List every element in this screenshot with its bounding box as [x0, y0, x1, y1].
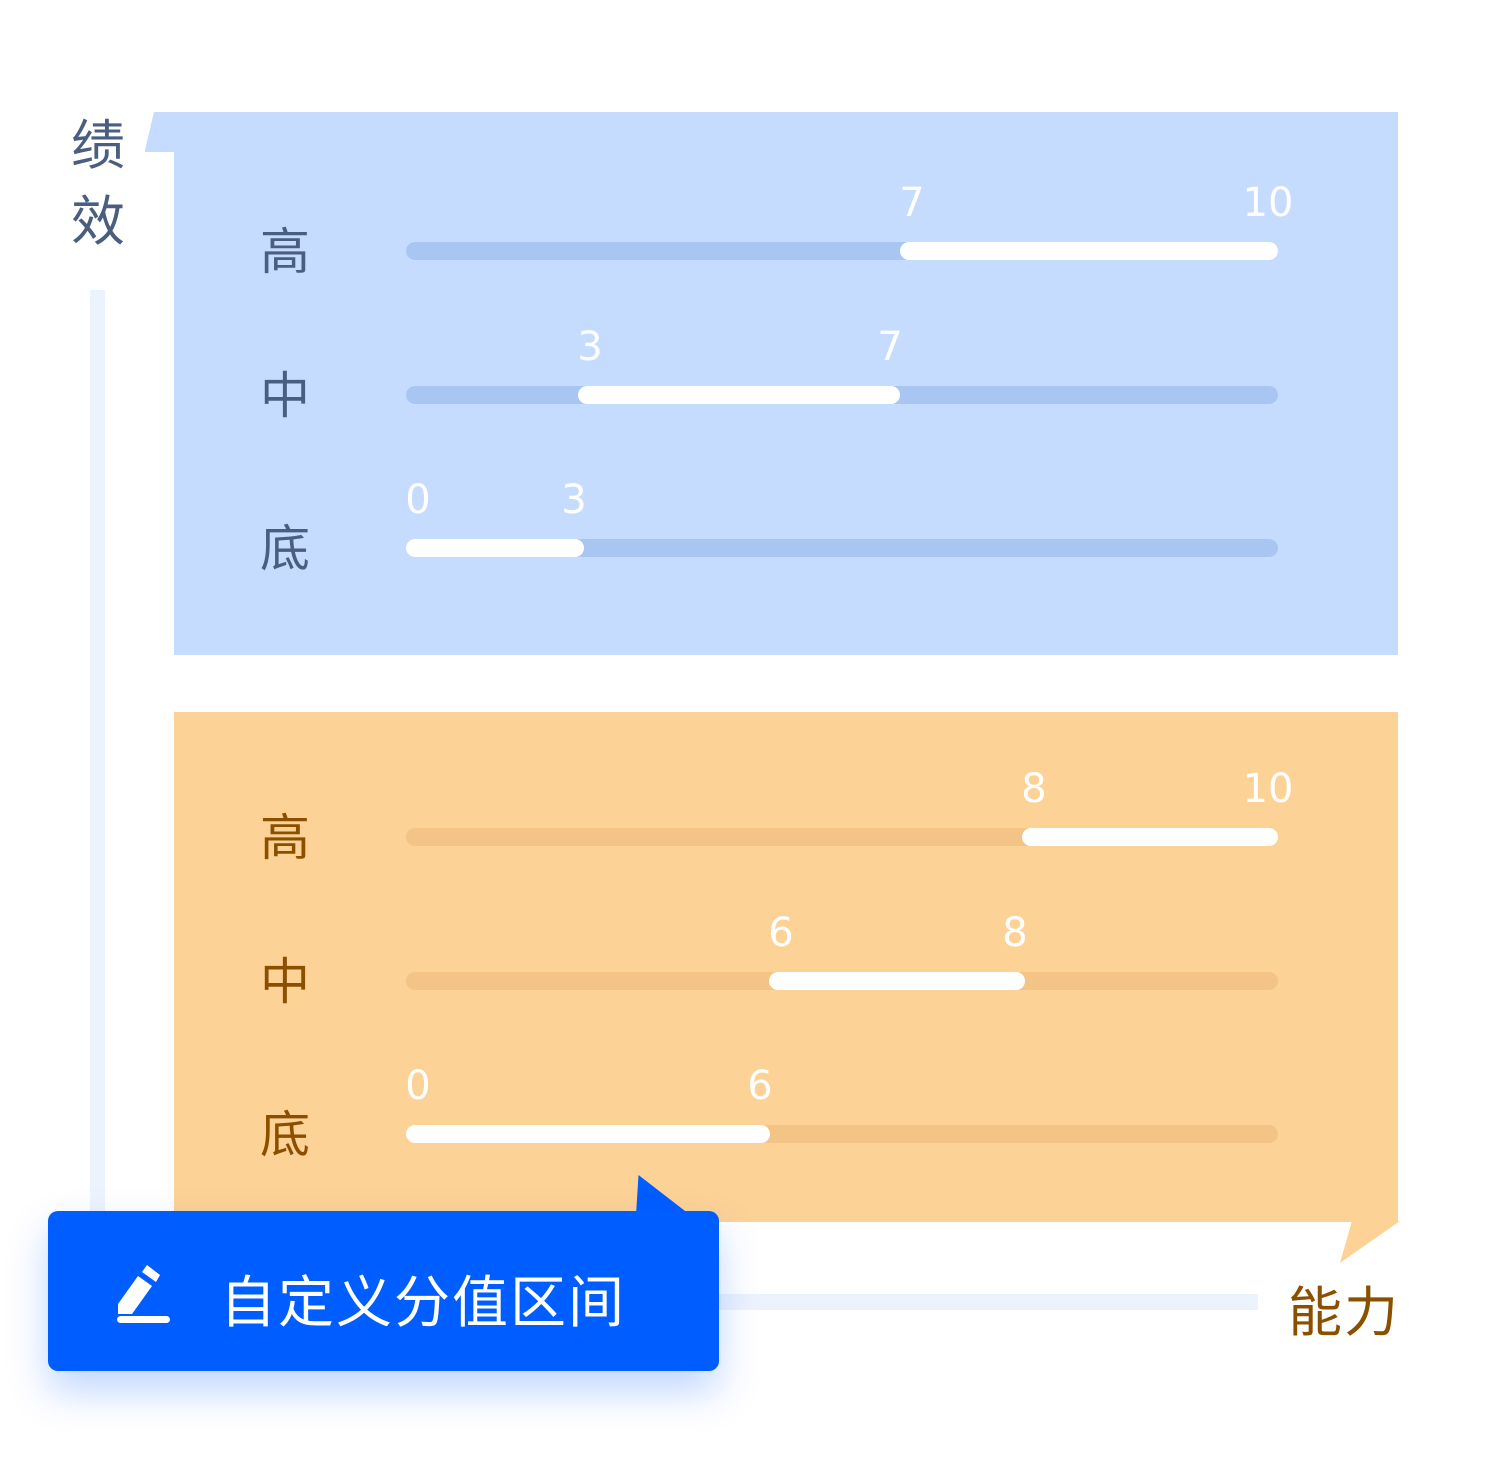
- performance-range-max: 3: [561, 477, 587, 523]
- ability-range-max: 10: [1242, 766, 1294, 812]
- customize-range-label: 自定义分值区间: [220, 1271, 626, 1336]
- ability-range-track[interactable]: [406, 828, 1278, 846]
- performance-range-min: 7: [899, 180, 925, 226]
- performance-range-min: 0: [405, 477, 431, 523]
- y-axis-label: 绩效: [71, 114, 125, 253]
- panel-notch: [145, 112, 175, 152]
- performance-row-label: 中: [260, 367, 310, 425]
- ability-row-label: 高: [260, 809, 310, 867]
- ability-range-fill[interactable]: [406, 1125, 770, 1143]
- ability-range-max: 6: [747, 1063, 773, 1109]
- ability-range-min: 0: [405, 1063, 431, 1109]
- performance-range-fill[interactable]: [406, 539, 584, 557]
- performance-range-track[interactable]: [406, 539, 1278, 557]
- ability-range-track[interactable]: [406, 972, 1278, 990]
- performance-range-track[interactable]: [406, 386, 1278, 404]
- panel-tail: [1340, 1221, 1400, 1263]
- x-axis-label: 能力: [1288, 1281, 1400, 1344]
- pencil-icon: [117, 1265, 170, 1323]
- ability-range-track[interactable]: [406, 1125, 1278, 1143]
- performance-row-label: 底: [260, 520, 310, 578]
- performance-range-max: 10: [1242, 180, 1294, 226]
- performance-range-fill[interactable]: [900, 242, 1278, 260]
- performance-range-fill[interactable]: [578, 386, 900, 404]
- customize-range-button[interactable]: [48, 1211, 719, 1371]
- x-axis-line: [700, 1294, 1258, 1310]
- ability-range-fill[interactable]: [769, 972, 1025, 990]
- ability-range-min: 6: [768, 910, 794, 956]
- ability-range-min: 8: [1021, 766, 1047, 812]
- performance-range-min: 3: [577, 324, 603, 370]
- y-axis-line: [90, 290, 105, 1220]
- ability-row-label: 底: [260, 1106, 310, 1164]
- ability-panel: [174, 712, 1398, 1222]
- ability-range-max: 8: [1002, 910, 1028, 956]
- performance-range-max: 7: [877, 324, 903, 370]
- performance-panel: [174, 112, 1398, 655]
- ability-row-label: 中: [260, 953, 310, 1011]
- performance-row-label: 高: [260, 223, 310, 281]
- ability-range-fill[interactable]: [1022, 828, 1278, 846]
- performance-range-track[interactable]: [406, 242, 1278, 260]
